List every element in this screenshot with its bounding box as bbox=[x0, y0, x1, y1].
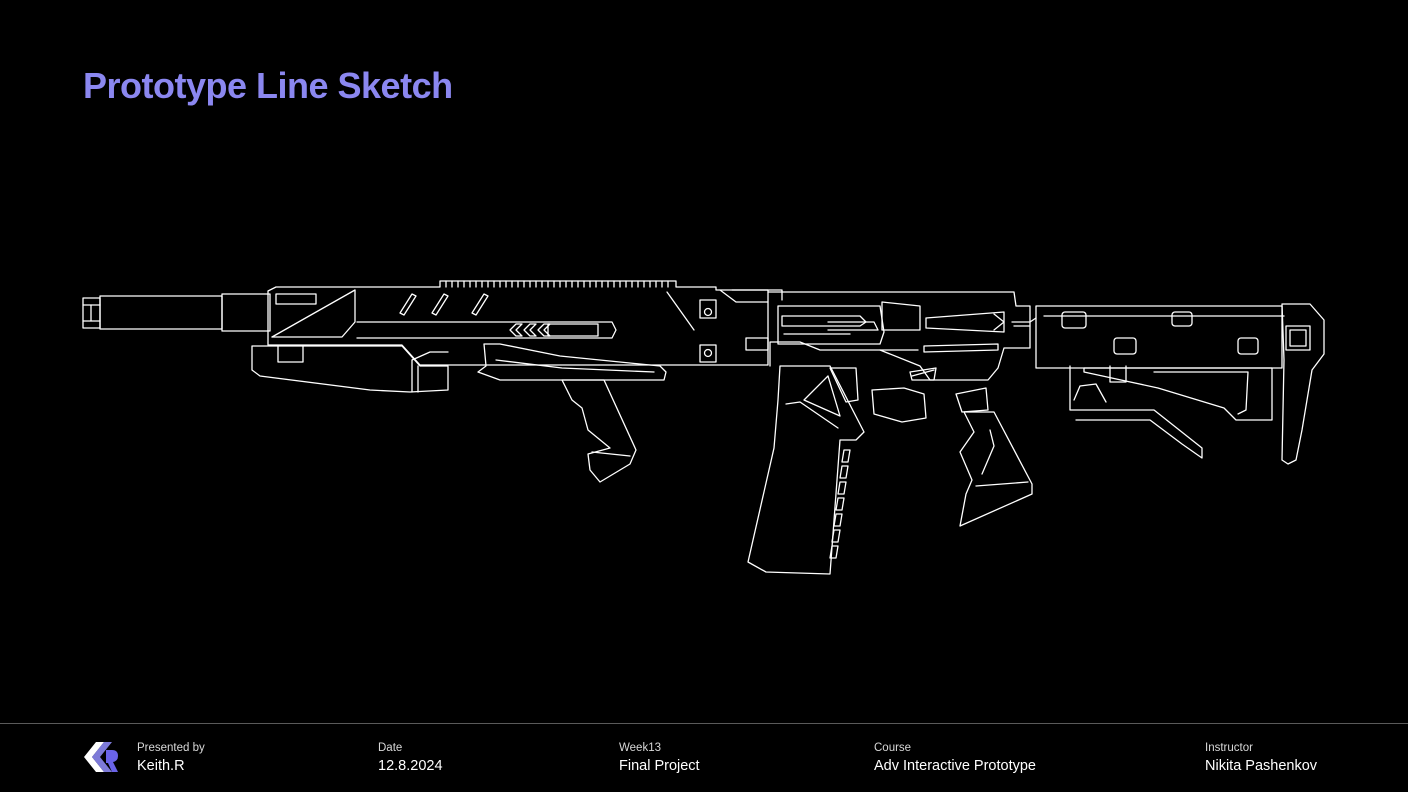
handguard bbox=[267, 280, 769, 366]
instructor-value: Nikita Pashenkov bbox=[1205, 758, 1318, 774]
date-block: Date 12.8.2024 bbox=[378, 741, 443, 775]
course-label: Course bbox=[874, 742, 912, 754]
instructor-block: Instructor Nikita Pashenkov bbox=[1205, 741, 1317, 775]
top-rail bbox=[445, 280, 669, 288]
foregrip bbox=[561, 379, 637, 483]
pistol-grip bbox=[959, 411, 1033, 527]
kr-monogram-logo bbox=[84, 742, 118, 772]
date-value: 12.8.2024 bbox=[378, 758, 443, 774]
trigger-group bbox=[871, 367, 989, 423]
stock bbox=[1035, 303, 1325, 465]
week-block: Week13 Final Project bbox=[619, 741, 700, 775]
presented-by-value: Keith.R bbox=[137, 758, 185, 774]
course-value: Adv Interactive Prototype bbox=[874, 758, 1036, 774]
magazine bbox=[747, 365, 865, 575]
week-label: Week13 bbox=[619, 742, 661, 754]
footer-divider bbox=[0, 723, 1408, 724]
upper-receiver bbox=[719, 289, 1037, 381]
week-value: Final Project bbox=[619, 758, 700, 774]
barrel bbox=[99, 293, 271, 332]
date-label: Date bbox=[378, 742, 403, 754]
presented-by-label: Presented by bbox=[137, 742, 205, 754]
slide-title: Prototype Line Sketch bbox=[83, 65, 453, 106]
muzzle-device bbox=[82, 297, 101, 329]
instructor-label: Instructor bbox=[1205, 742, 1253, 754]
presented-by-block: Presented by Keith.R bbox=[137, 741, 205, 775]
course-block: Course Adv Interactive Prototype bbox=[874, 741, 1036, 775]
lower-handguard bbox=[251, 343, 667, 393]
